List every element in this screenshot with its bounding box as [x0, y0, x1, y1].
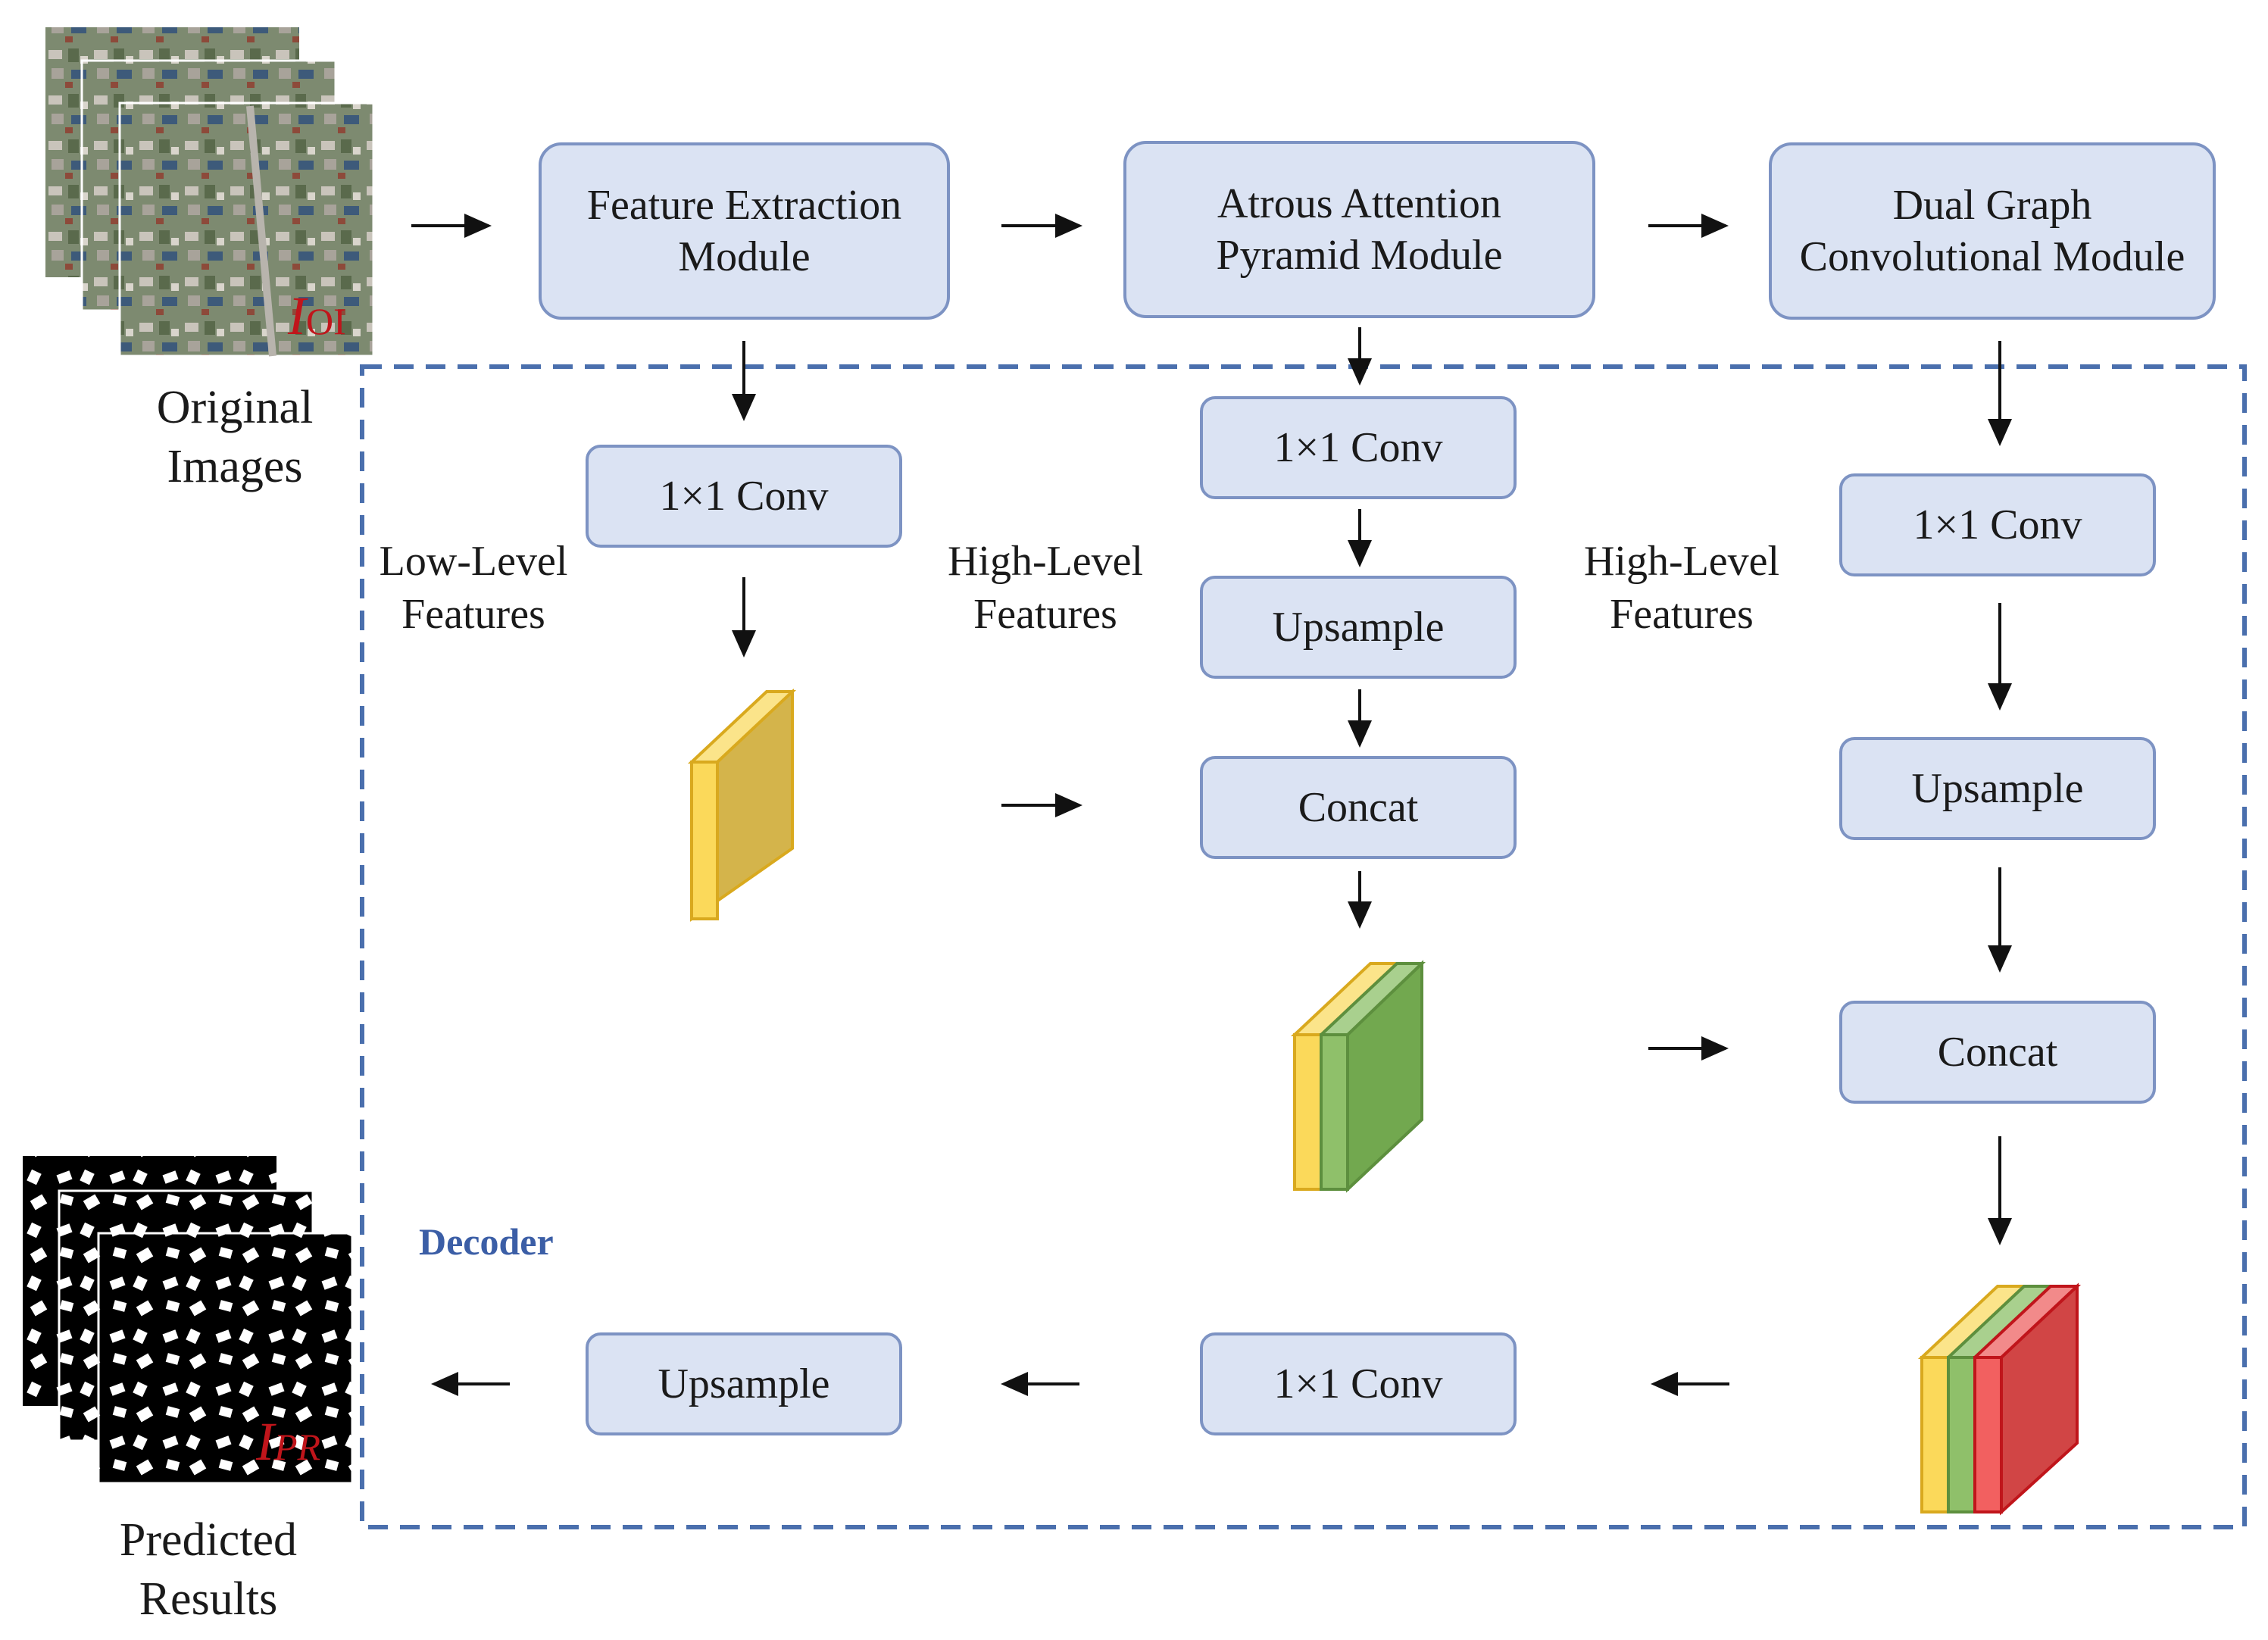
col1-conv-box: 1×1 Conv [586, 445, 902, 548]
decoder-title: Decoder [419, 1220, 554, 1263]
concat-feature-block-3 [1917, 1282, 2082, 1516]
output-tag: IPR [256, 1411, 321, 1472]
bottom-conv-box: 1×1 Conv [1200, 1332, 1517, 1435]
original-images-stack [45, 27, 375, 358]
col2-conv-box: 1×1 Conv [1200, 396, 1517, 499]
input-tag: IOI [288, 286, 346, 346]
decoder-frame [360, 364, 2247, 1529]
col3-conv-box: 1×1 Conv [1839, 473, 2156, 576]
col3-concat-box: Concat [1839, 1001, 2156, 1104]
col2-concat-box: Concat [1200, 756, 1517, 859]
low-level-feature-block [687, 689, 797, 922]
col2-upsample-box: Upsample [1200, 576, 1517, 679]
col3-upsample-box: Upsample [1839, 737, 2156, 840]
predicted-results-stack [23, 1156, 354, 1485]
bottom-upsample-box: Upsample [586, 1332, 902, 1435]
concat-feature-block-2 [1290, 960, 1426, 1193]
